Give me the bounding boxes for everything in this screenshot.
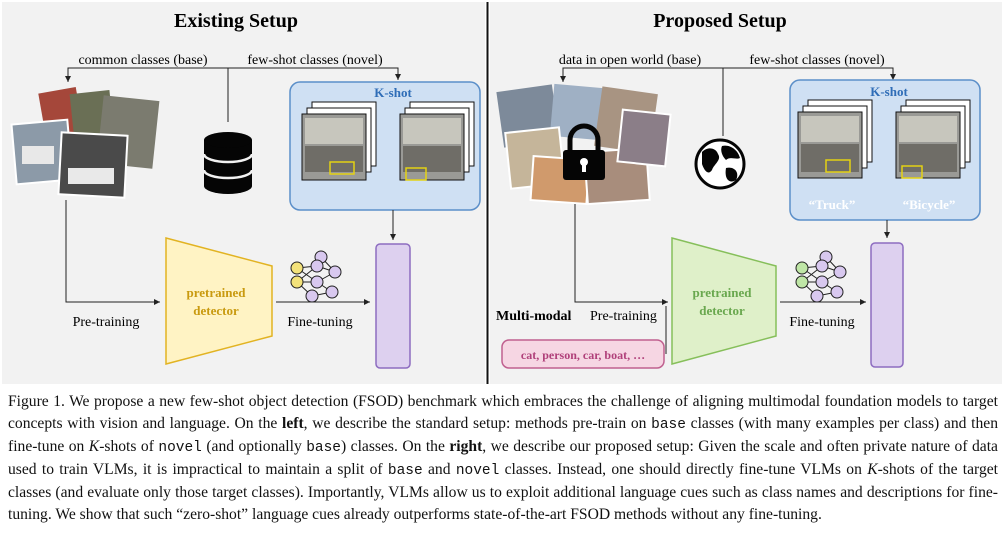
- right-novel-label: few-shot classes (novel): [749, 53, 885, 68]
- right-detector-line1: pretrained: [693, 285, 753, 300]
- right-pretraining-label: Pre-training: [590, 309, 657, 324]
- left-finetuning-label: Fine-tuning: [287, 315, 352, 330]
- left-detector-line2: detector: [193, 303, 239, 318]
- caption-code-novel: novel: [455, 463, 500, 479]
- left-base-label: common classes (base): [78, 53, 207, 68]
- right-finetuning-label: Fine-tuning: [789, 315, 854, 330]
- caption-text: ) classes. On the: [341, 438, 450, 455]
- left-output-bar: [375, 243, 411, 369]
- caption-text: We propose a new few-shot object detecti…: [8, 393, 998, 432]
- right-output-bar: [870, 242, 904, 368]
- caption-text: , we describe the standard setup: method…: [303, 415, 652, 432]
- caption-code-base: base: [651, 417, 686, 433]
- left-detector-line1: pretrained: [187, 285, 247, 300]
- figure-diagram: Existing Setup common classes (base) few…: [2, 2, 1002, 384]
- caption-label: Figure 1.: [8, 393, 65, 410]
- caption-text: , we describe our proposed setup: Given …: [8, 438, 998, 478]
- neural-network-icon: [290, 250, 342, 303]
- right-detector: [671, 237, 777, 365]
- caption-k: K: [867, 461, 878, 478]
- figure-caption: Figure 1. We propose a new few-shot obje…: [8, 391, 998, 526]
- lock-icon: [563, 123, 605, 180]
- photo-collage-icon: [10, 87, 160, 199]
- text-prompt-box: [501, 339, 665, 369]
- left-pretraining-label: Pre-training: [73, 315, 140, 330]
- right-kshot-title: K-shot: [870, 84, 908, 99]
- caption-text: classes. Instead, one should directly fi…: [499, 461, 868, 478]
- database-icon: [202, 132, 254, 194]
- right-detector-line2: detector: [699, 303, 745, 318]
- street-image-icon: [301, 101, 475, 181]
- caption-text: classes (with many examples per class) a…: [8, 415, 998, 455]
- caption-left-word: left: [282, 415, 304, 432]
- caption-text: and: [422, 461, 456, 478]
- right-base-label: data in open world (base): [559, 53, 702, 68]
- caption-text: (and optionally: [201, 438, 307, 455]
- caption-code-base: base: [387, 463, 423, 479]
- caption-k: K: [88, 438, 100, 455]
- text-prompt: cat, person, car, boat, …: [521, 348, 645, 362]
- multimodal-label: Multi-modal: [496, 309, 572, 324]
- open-world-collage-icon: [496, 83, 672, 206]
- class-label-truck: “Truck”: [809, 197, 856, 212]
- caption-code-base: base: [306, 440, 342, 456]
- street-image-icon: [797, 99, 971, 179]
- left-novel-label: few-shot classes (novel): [247, 53, 383, 68]
- left-detector: [165, 237, 273, 365]
- left-title: Existing Setup: [174, 10, 298, 32]
- caption-code-novel: novel: [158, 440, 202, 456]
- left-kshot-title: K-shot: [374, 85, 412, 100]
- globe-icon: [694, 138, 746, 190]
- neural-network-icon: [795, 250, 847, 303]
- class-label-bicycle: “Bicycle”: [903, 197, 956, 212]
- caption-text: -shots of the target classes (and evalua…: [8, 461, 998, 523]
- caption-right-word: right: [449, 438, 483, 455]
- caption-text: -shots of: [99, 438, 159, 455]
- right-title: Proposed Setup: [653, 10, 787, 32]
